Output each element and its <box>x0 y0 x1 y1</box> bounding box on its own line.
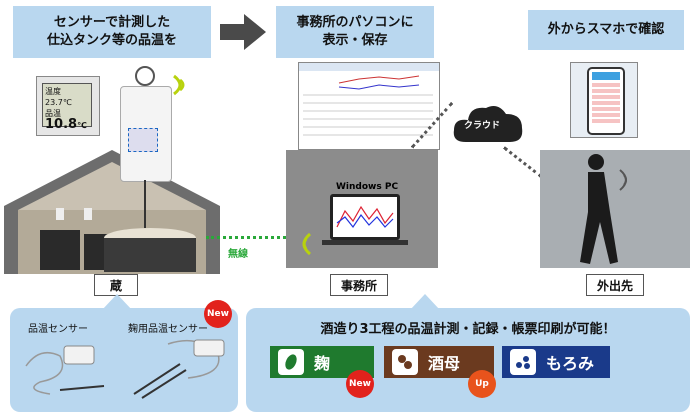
device-screen <box>128 128 158 152</box>
phone-wifi-icon <box>619 169 627 191</box>
pc-screenshot <box>298 62 440 150</box>
process-shubo-label: 酒母 <box>428 354 461 373</box>
office-wifi-icon <box>302 232 312 256</box>
hanging-ring <box>135 66 155 86</box>
temp-sensor-image <box>25 345 105 395</box>
lcd-value1: 23.7 <box>45 98 63 107</box>
pc-label: Windows PC <box>336 182 399 192</box>
sensor-banner-line2: 仕込タンク等の品温を <box>46 33 177 48</box>
koji-sensor-label: 麹用品温センサー <box>128 324 208 335</box>
process-koji-label: 麹 <box>314 354 331 373</box>
process-moromi-label: もろみ <box>546 354 595 373</box>
lcd-zoom: 温度 23.7℃ 品温 10.8℃ <box>36 76 100 136</box>
rice-grain-icon <box>278 349 304 375</box>
location-outside: 外出先 <box>586 274 644 296</box>
location-kura: 蔵 <box>94 274 138 296</box>
pc-banner-line1: 事務所のパソコンに <box>296 15 414 30</box>
laptop-base <box>322 240 408 245</box>
brewery-illustration <box>4 150 220 274</box>
cloud-icon <box>453 106 523 142</box>
step-sensor-banner: センサーで計測した 仕込タンク等の品温を <box>13 6 211 58</box>
phone-zoom <box>570 62 638 138</box>
lcd-unit2: ℃ <box>77 121 87 130</box>
yeast-icon <box>392 349 418 375</box>
koji-sensor-new-badge: New <box>204 300 232 328</box>
sensors-panel-pointer <box>102 294 132 310</box>
lcd-label2: 品温 <box>45 109 61 118</box>
shubo-up-badge: Up <box>468 370 496 398</box>
process-headline: 酒造り3工程の品温計測・記録・帳票印刷が可能！ <box>320 322 616 337</box>
process-panel-pointer <box>410 294 440 310</box>
pc-banner-line2: 表示・保存 <box>322 33 388 48</box>
wireless-label: 無線 <box>228 249 248 260</box>
lcd-value2: 10.8 <box>45 117 78 132</box>
koji-new-badge: New <box>346 370 374 398</box>
cloud-label: クラウド <box>464 121 501 131</box>
wireless-link <box>206 236 286 239</box>
koji-sensor-image <box>133 339 225 399</box>
location-office: 事務所 <box>330 274 388 296</box>
arrow-right-icon <box>220 14 266 50</box>
lcd-unit1: ℃ <box>62 98 72 107</box>
cloud-phone-link <box>503 146 543 179</box>
sensors-panel <box>10 308 238 412</box>
walking-person-icon <box>580 154 618 264</box>
process-moromi: もろみ <box>502 346 610 378</box>
step-phone-banner: 外からスマホで確認 <box>528 10 684 50</box>
probe-cable <box>144 180 146 228</box>
step-pc-banner: 事務所のパソコンに 表示・保存 <box>276 6 434 58</box>
moromi-icon <box>510 349 536 375</box>
temp-sensor-label: 品温センサー <box>28 324 88 335</box>
sensor-banner-line1: センサーで計測した <box>53 15 171 30</box>
lcd-label1: 温度 <box>45 87 61 96</box>
phone-banner-text: 外からスマホで確認 <box>547 22 665 37</box>
wifi-signal-icon <box>173 74 185 96</box>
laptop <box>330 194 400 240</box>
